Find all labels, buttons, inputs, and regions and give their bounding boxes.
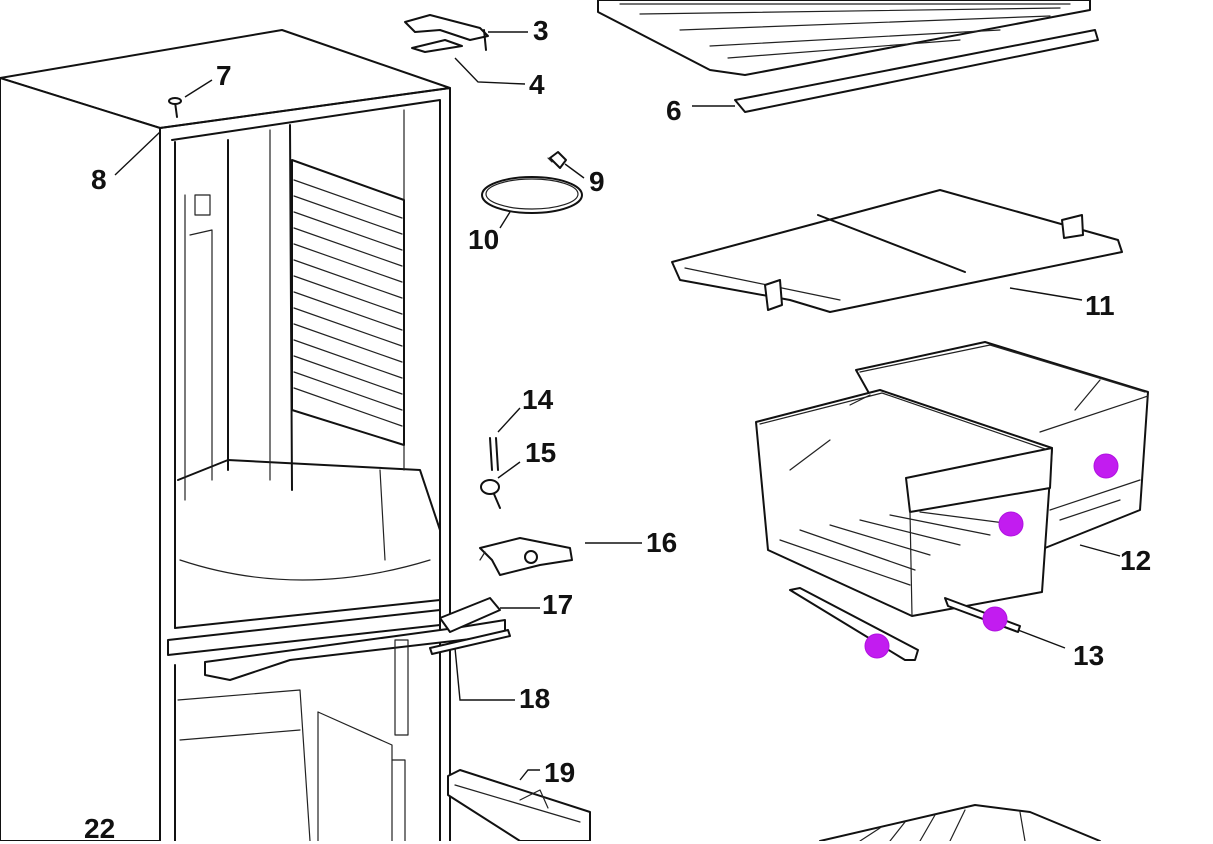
spacer-part-4 [411, 39, 463, 53]
marker-dot[interactable] [864, 633, 890, 659]
callout-8: 8 [91, 164, 107, 195]
callout-7: 7 [216, 60, 232, 91]
callout-3: 3 [533, 15, 549, 46]
callout-22: 22 [84, 813, 116, 844]
door-basket [819, 804, 1101, 841]
handle-part-17 [439, 597, 501, 633]
callout-14: 14 [522, 384, 554, 415]
callout-15: 15 [525, 437, 557, 468]
callout-9: 9 [589, 166, 605, 197]
callout-4: 4 [529, 69, 545, 100]
evaporator-plate [291, 159, 405, 446]
glass-shelf-top [597, 0, 1091, 76]
marker-dot[interactable] [982, 606, 1008, 632]
thermostat-part-16 [479, 537, 573, 576]
hinge-part-19 [447, 769, 591, 841]
callout-10: 10 [468, 224, 500, 255]
lamp-cover-part-10 [481, 176, 583, 214]
leader-lines [114, 31, 1121, 781]
screw-part-7 [168, 97, 182, 118]
highlight-markers [864, 453, 1119, 659]
strip-part-18 [429, 629, 511, 655]
callout-12: 12 [1120, 545, 1152, 576]
hinge-part-3 [404, 14, 489, 51]
callout-13: 13 [1073, 640, 1105, 671]
callout-11: 11 [1085, 290, 1115, 321]
knob-part-15 [480, 479, 501, 509]
callout-19: 19 [544, 757, 576, 788]
pin-part-14 [489, 437, 499, 471]
callout-18: 18 [519, 683, 551, 714]
marker-dot[interactable] [1093, 453, 1119, 479]
lamp-part-9 [547, 151, 567, 169]
callout-6: 6 [666, 95, 682, 126]
shelf-part-11 [671, 189, 1123, 313]
crisper-drawer-front [755, 389, 1053, 617]
marker-dot[interactable] [998, 511, 1024, 537]
shelf-trim-part-6 [734, 29, 1099, 113]
callout-16: 16 [646, 527, 678, 558]
cabinet-body [0, 29, 506, 841]
callout-17: 17 [542, 589, 574, 620]
